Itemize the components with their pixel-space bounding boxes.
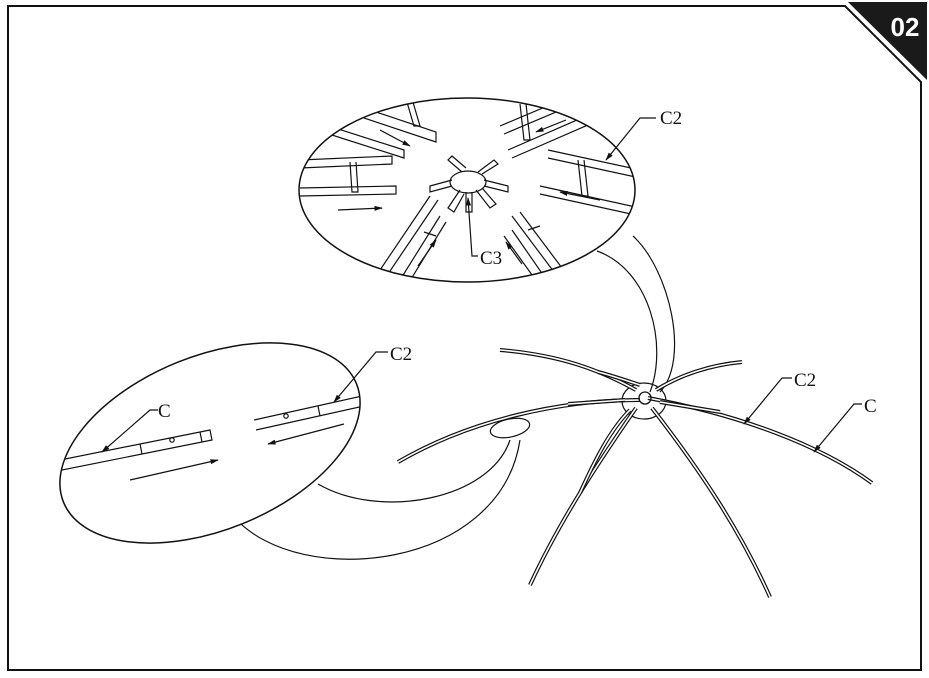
canopy-frame bbox=[396, 348, 874, 598]
inset-connectors bbox=[234, 235, 676, 560]
step-number: 02 bbox=[891, 12, 920, 42]
label-frame-c: C bbox=[864, 396, 877, 417]
hub-detail-inset bbox=[298, 97, 656, 283]
label-frame-c2: C2 bbox=[794, 370, 816, 391]
frame-leaders bbox=[743, 377, 862, 453]
label-left-c2: C2 bbox=[390, 344, 412, 365]
page-border bbox=[7, 5, 922, 671]
label-left-c: C bbox=[158, 401, 171, 422]
callout-labels: C2 C3 C2 C C2 C bbox=[158, 108, 877, 422]
step-badge: 02 bbox=[848, 2, 927, 80]
pole-join-detail-inset bbox=[39, 342, 388, 544]
label-top-c2: C2 bbox=[660, 108, 682, 129]
label-top-c3: C3 bbox=[480, 248, 502, 269]
